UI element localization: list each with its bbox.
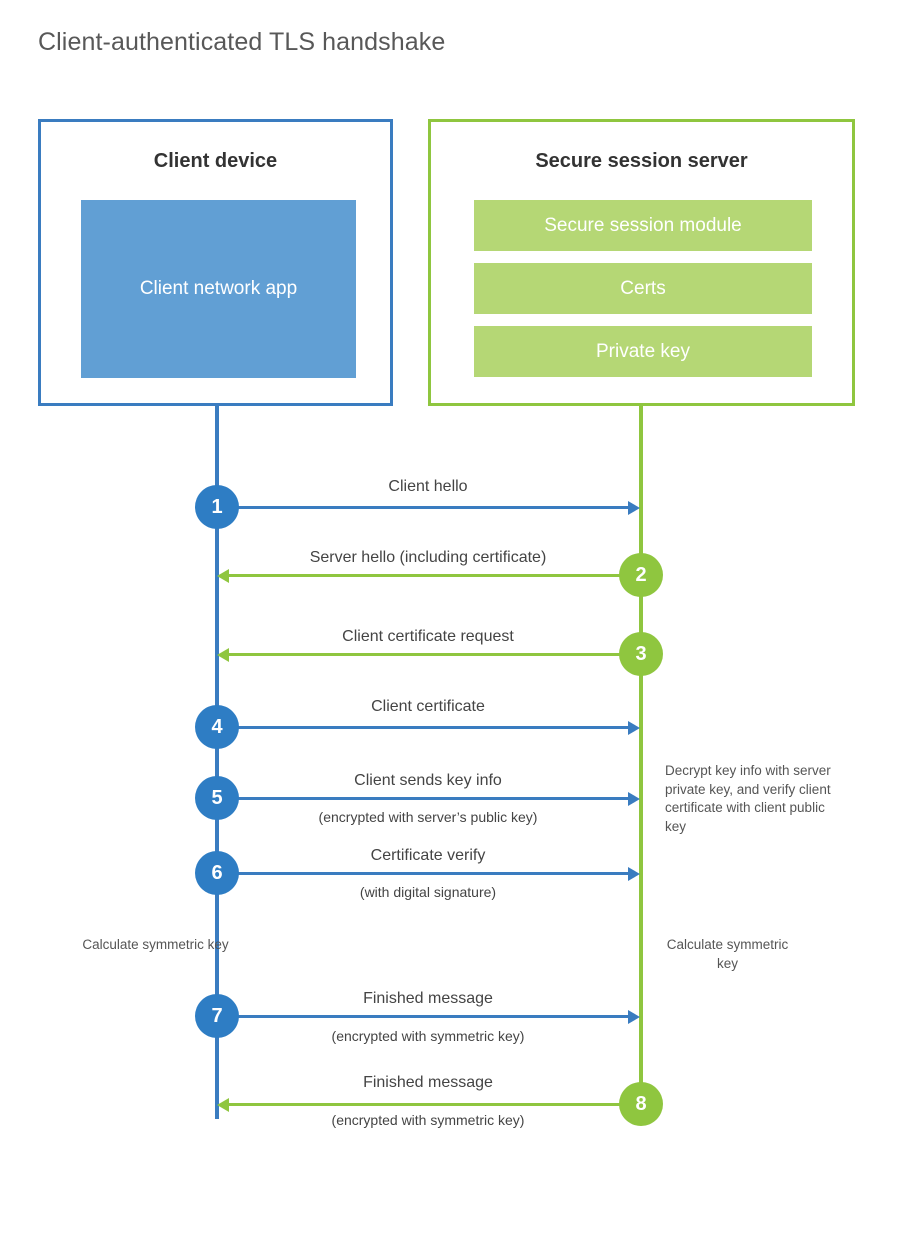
client-lifeline <box>215 405 219 1119</box>
server-module-list: Secure session module Certs Private key <box>474 200 812 377</box>
message-2-arrowhead <box>217 569 229 583</box>
message-3-label: Client certificate request <box>342 628 514 645</box>
server-module-private-key: Private key <box>474 326 812 377</box>
message-4-arrowhead <box>628 721 640 735</box>
server-module-certs: Certs <box>474 263 812 314</box>
message-3-arrowhead <box>217 648 229 662</box>
client-device-title: Client device <box>153 150 278 172</box>
message-4-label: Client certificate <box>371 698 485 715</box>
server-lifeline <box>639 405 643 1105</box>
message-7-arrowhead <box>628 1010 640 1024</box>
message-5-line <box>217 797 629 800</box>
message-7-label: Finished message <box>363 990 493 1007</box>
message-8-label: Finished message <box>363 1074 493 1091</box>
step-circle-3[interactable]: 3 <box>619 632 663 676</box>
message-5-sublabel: (encrypted with server’s public key) <box>318 809 538 825</box>
step-circle-4[interactable]: 4 <box>195 705 239 749</box>
step-circle-7[interactable]: 7 <box>195 994 239 1038</box>
message-3-line <box>229 653 641 656</box>
message-1-arrowhead <box>628 501 640 515</box>
message-6-sublabel: (with digital signature) <box>359 884 497 900</box>
message-6-label: Certificate verify <box>370 847 486 864</box>
message-8-line <box>229 1103 641 1106</box>
message-8-sublabel: (encrypted with symmetric key) <box>331 1112 525 1128</box>
message-6-line <box>217 872 629 875</box>
secure-session-server-title: Secure session server <box>535 150 748 172</box>
message-6-arrowhead <box>628 867 640 881</box>
message-2-label: Server hello (including certificate) <box>309 549 547 566</box>
message-5-arrowhead <box>628 792 640 806</box>
message-1-line <box>217 506 629 509</box>
message-7-sublabel: (encrypted with symmetric key) <box>331 1028 525 1044</box>
client-network-app-box: Client network app <box>81 200 356 378</box>
message-7-line <box>217 1015 629 1018</box>
message-4-line <box>217 726 629 729</box>
server-calculate-symmetric-key-annotation: Calculate symmetric key <box>666 937 789 971</box>
step-circle-8[interactable]: 8 <box>619 1082 663 1126</box>
secure-session-server-box: Secure session server Secure session mod… <box>428 119 855 406</box>
message-8-arrowhead <box>217 1098 229 1112</box>
client-device-box: Client device Client network app <box>38 119 393 406</box>
step-circle-2[interactable]: 2 <box>619 553 663 597</box>
client-calculate-symmetric-key-annotation: Calculate symmetric key <box>82 937 229 952</box>
page-title: Client-authenticated TLS handshake <box>38 28 446 56</box>
message-2-line <box>229 574 641 577</box>
server-decrypt-annotation: Decrypt key info with server private key… <box>665 763 831 834</box>
step-circle-6[interactable]: 6 <box>195 851 239 895</box>
message-1-label: Client hello <box>388 478 468 495</box>
step-circle-1[interactable]: 1 <box>195 485 239 529</box>
server-module-secure-session: Secure session module <box>474 200 812 251</box>
message-5-label: Client sends key info <box>354 772 502 789</box>
step-circle-5[interactable]: 5 <box>195 776 239 820</box>
